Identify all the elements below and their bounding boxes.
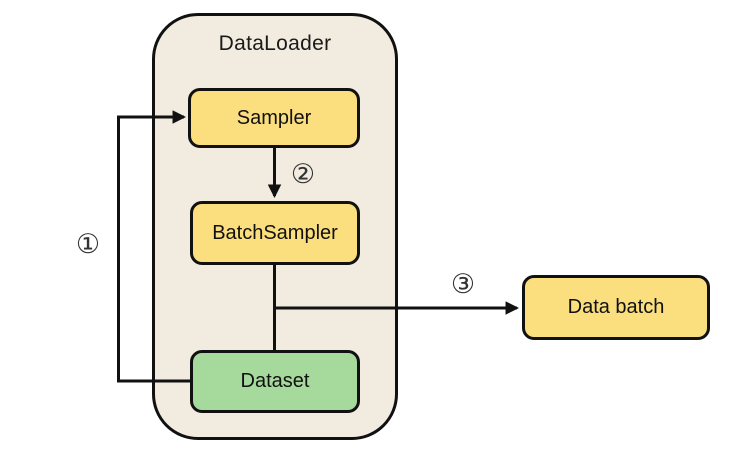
node-dataset-label: Dataset	[240, 370, 310, 392]
step-3-label: ③	[450, 269, 476, 300]
node-sampler-label: Sampler	[236, 106, 312, 129]
node-batchsampler-label: BatchSampler	[212, 221, 338, 244]
node-sampler: Sampler	[188, 88, 360, 148]
dataloader-title: DataLoader	[218, 32, 332, 55]
step-2-label: ②	[290, 159, 316, 190]
step-1-label: ①	[75, 229, 101, 260]
node-data-batch: Data batch	[522, 275, 710, 340]
node-dataset: Dataset	[190, 350, 360, 413]
node-data-batch-label: Data batch	[567, 296, 665, 318]
node-batchsampler: BatchSampler	[190, 201, 360, 265]
